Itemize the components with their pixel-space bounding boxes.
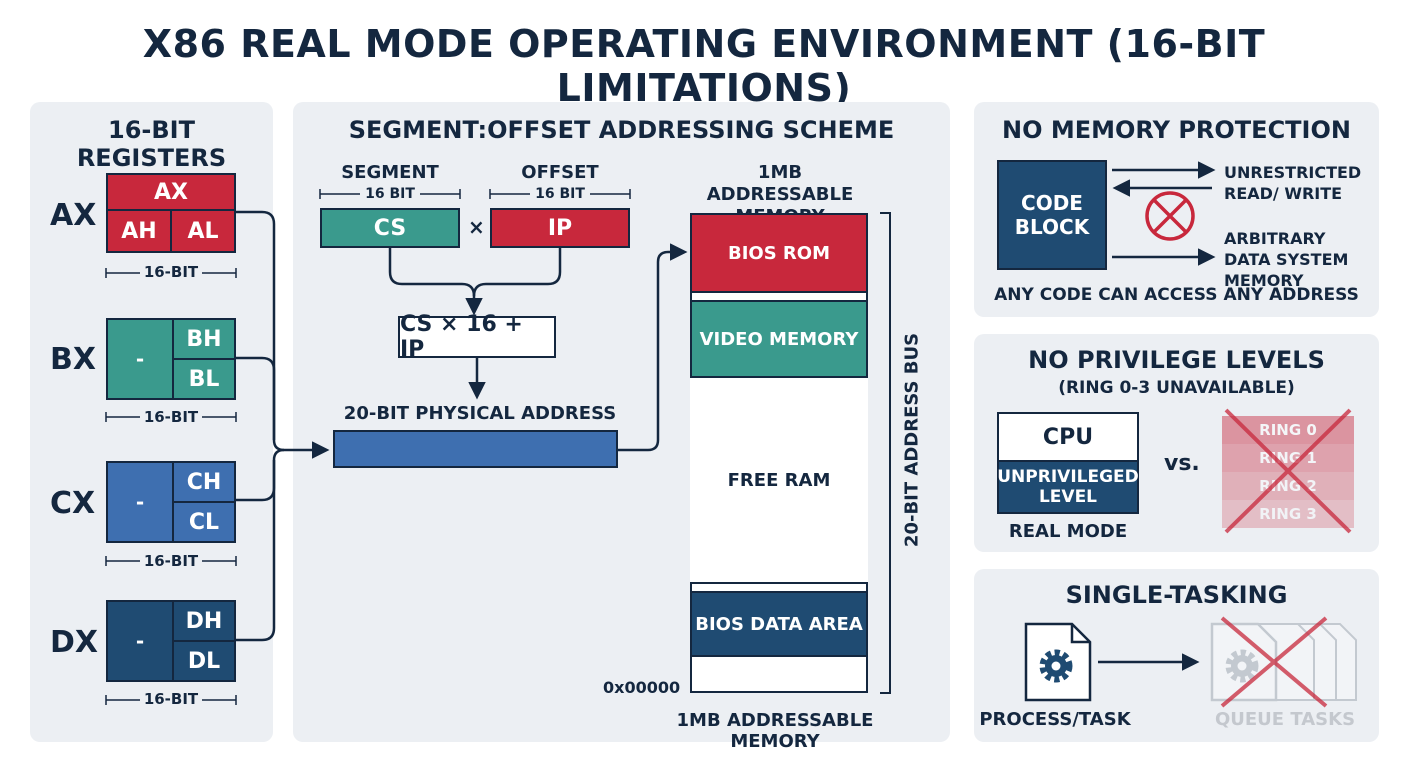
segment-bits-label: 16 BIT — [365, 186, 415, 202]
tasking-heading: SINGLE-TASKING — [1065, 581, 1288, 609]
ch-cell: CH — [172, 461, 236, 503]
free-ram-region: FREE RAM — [690, 376, 868, 584]
addressing-heading: SEGMENT:OFFSET ADDRESSING SCHEME — [348, 116, 895, 144]
ring-stack: RING 0 RING 1 RING 2 RING 3 — [1222, 416, 1354, 528]
bios-data-area-region: BIOS DATA AREA — [690, 591, 868, 657]
cx-width-label: 16-BIT — [143, 552, 199, 570]
ax-label: AX — [50, 198, 97, 233]
ring-0: RING 0 — [1222, 416, 1354, 444]
offset-bits-label: 16 BIT — [535, 186, 585, 202]
dx-label: DX — [50, 625, 99, 660]
registers-heading: 16-BIT REGISTERS — [76, 116, 227, 172]
cs-register: CS — [320, 208, 460, 248]
address-formula: CS × 16 + IP — [398, 312, 556, 362]
queue-tasks-label: QUEUE TASKS — [1214, 709, 1356, 730]
privilege-heading: NO PRIVILEGE LEVELS — [1028, 346, 1325, 374]
physical-address-bar — [333, 430, 618, 468]
real-mode-label: REAL MODE — [1008, 521, 1128, 542]
cpu-box: CPU — [997, 412, 1139, 462]
dl-cell: DL — [172, 640, 236, 682]
privilege-subheading: (RING 0-3 UNAVAILABLE) — [1058, 378, 1295, 398]
ring-3: RING 3 — [1222, 500, 1354, 528]
multiply-sign: × — [468, 215, 485, 239]
ring-2: RING 2 — [1222, 472, 1354, 500]
arbitrary-label: ARBITRARY DATA SYSTEM MEMORY — [1224, 229, 1349, 290]
al-cell: AL — [170, 209, 236, 253]
physical-address-label: 20-BIT PHYSICAL ADDRESS — [343, 403, 617, 424]
segment-label: SEGMENT — [341, 162, 439, 183]
memory-bottom-label: 1MB ADDRESSABLE MEMORY — [676, 710, 874, 752]
bx-label: BX — [50, 342, 96, 377]
zero-address-label: 0x00000 — [603, 678, 681, 697]
bh-cell: BH — [172, 318, 236, 360]
page-title: X86 REAL MODE OPERATING ENVIRONMENT (16-… — [142, 22, 1266, 110]
bios-rom-region: BIOS ROM — [690, 213, 868, 293]
unprivileged-level-box: UNPRIVILEGED LEVEL — [997, 460, 1139, 514]
protection-caption: ANY CODE CAN ACCESS ANY ADDRESS — [994, 285, 1359, 305]
video-memory-region: VIDEO MEMORY — [690, 300, 868, 378]
vs-label: vs. — [1164, 451, 1200, 476]
ip-register: IP — [490, 208, 630, 248]
bx-unused-cell: - — [106, 318, 174, 400]
unrestricted-label: UNRESTRICTED READ/ WRITE — [1224, 163, 1362, 203]
bx-width-label: 16-BIT — [143, 408, 199, 426]
process-task-label: PROCESS/TASK — [979, 709, 1131, 730]
cx-unused-cell: - — [106, 461, 174, 543]
dx-width-label: 16-BIT — [143, 690, 199, 708]
code-block: CODE BLOCK — [997, 160, 1107, 270]
offset-label: OFFSET — [521, 162, 599, 183]
address-bus-label: 20-BIT ADDRESS BUS — [901, 332, 923, 548]
ax-width-label: 16-BIT — [143, 263, 199, 281]
ring-1: RING 1 — [1222, 444, 1354, 472]
dx-unused-cell: - — [106, 600, 174, 682]
cl-cell: CL — [172, 501, 236, 543]
protection-heading: NO MEMORY PROTECTION — [1002, 116, 1351, 144]
ah-cell: AH — [106, 209, 172, 253]
ax-full-cell: AX — [106, 173, 236, 211]
bl-cell: BL — [172, 358, 236, 400]
cx-label: CX — [50, 486, 96, 521]
dh-cell: DH — [172, 600, 236, 642]
